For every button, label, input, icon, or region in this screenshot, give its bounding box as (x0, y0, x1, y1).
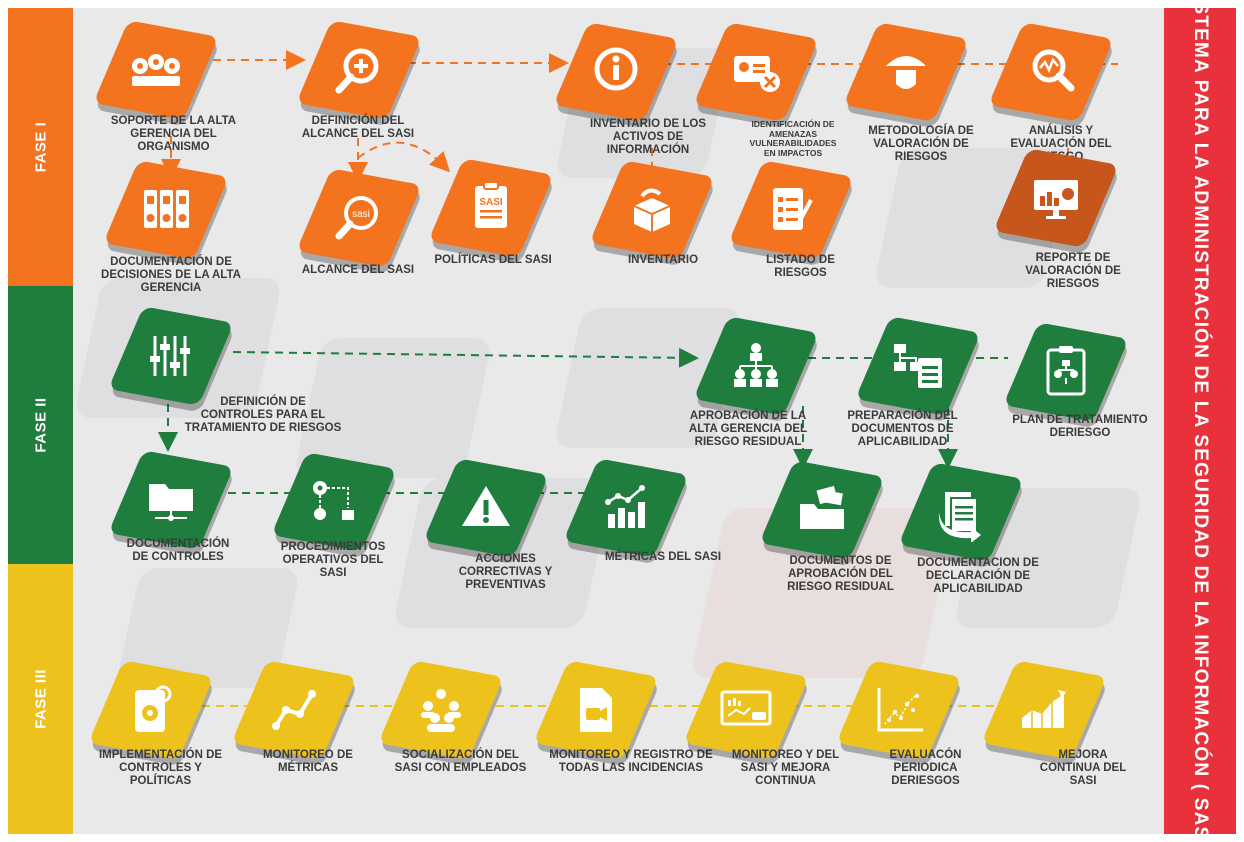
docs-arrow-icon (938, 492, 981, 542)
tile-acciones[interactable] (423, 458, 549, 558)
tile-definicion-alcance[interactable] (296, 20, 422, 120)
dashboard-icon (720, 690, 772, 726)
tile-metricas[interactable] (563, 458, 689, 558)
checklist-icon (773, 188, 813, 230)
tile-inventario[interactable] (589, 160, 715, 260)
label-documentos-aprobacion: DOCUMENTOS DE APROBACIÓN DEL RIESGO RESI… (787, 555, 894, 593)
monitor-report-icon (1034, 180, 1078, 219)
box-icon (633, 188, 671, 232)
label-documentacion-declaracion: DOCUMENTACION DE DECLARACIÓN DE APLICABI… (917, 557, 1039, 595)
tile-preparacion[interactable] (855, 316, 981, 416)
arrow-controles-aprobacion (232, 347, 699, 368)
tile-monitoreo-mejora[interactable] (683, 660, 809, 760)
binders-icon (144, 190, 189, 228)
label-soporte: SOPORTE DE LA ALTA GERENCIA DEL ORGANISM… (110, 115, 237, 153)
label-listado-riesgos: LISTADO DE RIESGOS (766, 254, 835, 279)
clipboard-sasi-icon: SASI (475, 181, 507, 228)
tile-documentacion-decisiones[interactable] (103, 160, 229, 260)
label-definicion-controles: DEFINICIÓN DE CONTROLES PARA EL TRATAMIE… (184, 396, 342, 434)
tile-monitoreo-metricas[interactable] (231, 660, 357, 760)
phase-band-2: FASE II (8, 286, 73, 564)
tile-socializacion[interactable] (378, 660, 504, 760)
tile-evaluacion[interactable] (836, 660, 962, 760)
label-documentacion-decisiones: DOCUMENTACIÓN DE DECISIONES DE LA ALTA G… (101, 256, 241, 294)
label-socializacion: SOCIALIZACIÓN DEL SASI CON EMPLEADOS (394, 749, 527, 774)
label-plan-tratamiento: PLAN DE TRATAMIENTO DERIESGO (1012, 414, 1148, 439)
tile-metodologia[interactable] (843, 22, 969, 122)
label-inventario: INVENTARIO (627, 254, 699, 266)
magnifier-sasi-icon: sasi (335, 196, 378, 240)
area-chart-icon (1022, 690, 1066, 728)
label-mejora: MEJORA CONTINUA DEL SASI (1039, 749, 1127, 787)
magnifier-chart-icon (1032, 49, 1075, 92)
label-evaluacion: EVALUACÓN PERIODICA DERIESGOS (889, 749, 962, 787)
gear-process-icon (313, 481, 354, 520)
tile-politicas[interactable]: SASI (428, 158, 554, 258)
people-icon (421, 689, 461, 732)
svg-text:SASI: SASI (479, 197, 503, 208)
info-icon (594, 47, 638, 91)
phase-band-3: FASE III (8, 564, 73, 834)
side-title-bar: SISTEMA PARA LA ADMINISTRACIÓN DE LA SEG… (1164, 8, 1236, 834)
label-acciones: ACCIONES CORRECTIVAS Y PREVENTIVAS (458, 553, 553, 591)
label-documentacion-controles: DOCUMENTACIÓN DE CONTROLES (126, 538, 230, 563)
label-implementacion: IMPLEMENTACIÓN DE CONTROLES Y POLÍTICAS (98, 749, 223, 787)
label-monitoreo-mejora: MONITOREO Y DEL SASI Y MEJORA CONTINUA (731, 749, 840, 787)
label-metricas: MÉTRICAS DEL SASI (604, 551, 722, 563)
label-preparacion: PREPARACIÓN DEL DOCUMENTOS DE APLICABILI… (847, 410, 958, 448)
line-trend-icon (272, 690, 316, 730)
label-monitoreo-registro: MONITOREO Y REGISTRO DE TODAS LAS INCIDE… (549, 749, 713, 774)
label-definicion-alcance: DEFINICIÓN DEL ALCANCE DEL SASI (301, 115, 415, 140)
tile-procedimientos[interactable] (271, 452, 397, 552)
label-aprobacion: APROBACIÓN DE LA ALTA GERENCIA DEL RIESG… (688, 410, 808, 448)
flowchart-clipboard-icon (894, 344, 942, 388)
label-alcance-sasi: ALCANCE DEL SASI (301, 264, 415, 276)
label-monitoreo-metricas: MONITOREO DE MÉTRICAS (263, 749, 353, 774)
tile-plan-tratamiento[interactable] (1003, 322, 1129, 422)
magnifier-plus-icon (335, 48, 379, 94)
org-chart-icon (734, 343, 778, 387)
phase-band-1: FASE I (8, 8, 73, 286)
warning-icon (462, 486, 510, 526)
svg-text:sasi: sasi (352, 209, 370, 220)
diagram-canvas: FASE I FASE II FASE III SISTEMA PARA LA … (8, 8, 1236, 834)
umbrella-shield-icon (886, 56, 926, 89)
tile-alcance-sasi[interactable]: sasi (296, 168, 422, 268)
tile-monitoreo-registro[interactable] (533, 660, 659, 760)
tile-identificacion[interactable] (693, 22, 819, 122)
tile-analisis[interactable] (988, 22, 1114, 122)
id-card-x-icon (734, 56, 780, 92)
label-politicas: POLÍTICAS DEL SASI (434, 254, 552, 266)
label-identificacion: IDENTIFICACIÓN DE AMENAZAS VULNERABILIDA… (749, 119, 837, 158)
tile-definicion-controles[interactable] (108, 306, 234, 406)
tile-listado-riesgos[interactable] (728, 160, 854, 260)
clipboard-flow-icon (1046, 346, 1086, 396)
video-file-icon (580, 688, 612, 732)
tile-aprobacion[interactable] (693, 316, 819, 416)
label-reporte: REPORTE DE VALORACIÓN DE RIESGOS (1025, 252, 1121, 290)
bar-trend-icon (605, 485, 645, 528)
tile-mejora[interactable] (981, 660, 1107, 760)
arrow-definicion-politicas (357, 141, 451, 173)
folder-docs-icon (800, 485, 844, 529)
label-inventario-activos: INVENTARIO DE LOS ACTIVOS DE INFORMACIÓN (589, 118, 707, 156)
scatter-chart-icon (877, 688, 923, 732)
tile-documentacion-declaracion[interactable] (898, 462, 1024, 562)
tile-documentos-aprobacion[interactable] (759, 460, 885, 560)
tile-documentacion-controles[interactable] (108, 450, 234, 550)
tile-inventario-activos[interactable] (553, 22, 679, 122)
sliders-icon (150, 336, 190, 376)
label-procedimientos: PROCEDIMIENTOS OPERATIVOS DEL SASI (280, 541, 386, 579)
folder-network-icon (149, 484, 193, 521)
label-metodologia: METODOLOGÍA DE VALORACIÓN DE RIESGOS (868, 125, 974, 163)
tile-reporte[interactable] (993, 148, 1119, 248)
tile-implementacion[interactable] (88, 660, 214, 760)
phone-gear-icon (135, 685, 172, 732)
tile-soporte[interactable] (93, 20, 219, 120)
gears-icon (132, 54, 180, 86)
